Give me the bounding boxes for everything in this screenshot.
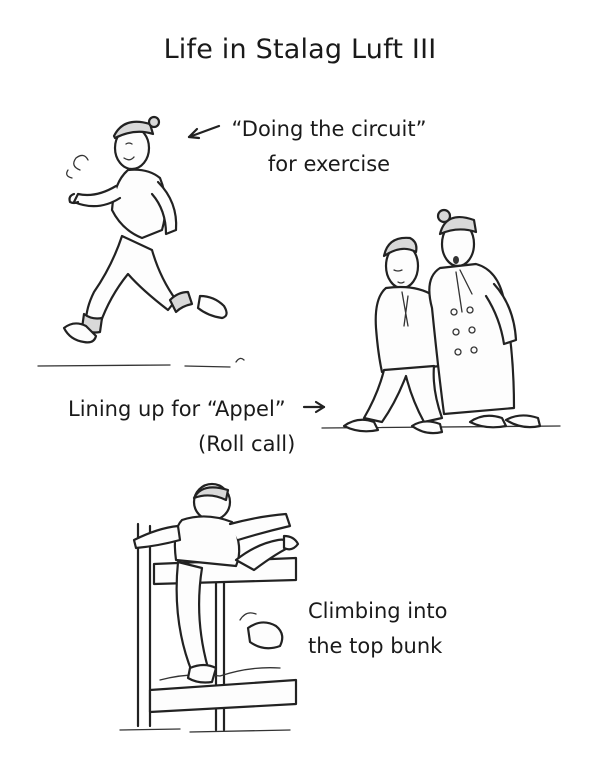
circuit-caption: “Doing the circuit” for exercise	[214, 112, 444, 182]
roll-call-illustration	[321, 208, 561, 435]
bunk-caption: Climbing into the top bunk	[308, 594, 478, 664]
appel-caption-line2: (Roll call)	[198, 432, 296, 456]
circuit-caption-line2: for exercise	[267, 152, 391, 176]
arrow-left-icon	[187, 124, 221, 140]
bunk-caption-line2: the top bunk	[308, 634, 443, 658]
arrow-right-icon	[302, 400, 326, 414]
bunk-caption-line1: Climbing into	[308, 599, 448, 623]
bunk-climbing-illustration	[119, 482, 300, 733]
appel-caption-line1: Lining up for “Appel”	[68, 397, 286, 421]
running-prisoner-illustration	[37, 115, 245, 368]
circuit-caption-line1: “Doing the circuit”	[231, 117, 427, 141]
page-title: Life in Stalag Luft III	[163, 34, 437, 65]
